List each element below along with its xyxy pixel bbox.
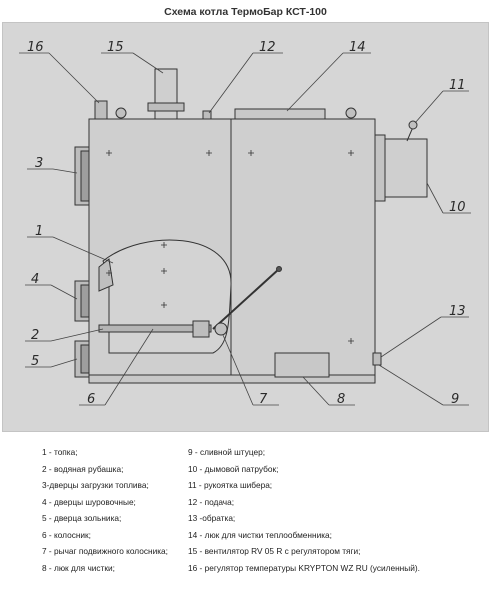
- legend-item: 15 - вентилятор RV 05 R с регулятором тя…: [188, 546, 361, 556]
- callout-11: 11: [449, 78, 466, 93]
- callout-5: 5: [31, 354, 39, 369]
- callout-8: 8: [337, 392, 345, 407]
- legend-item: 8 - люк для чистки;: [42, 562, 115, 573]
- legend-item: 11 - рукоятка шибера;: [188, 480, 273, 490]
- callout-15: 15: [107, 40, 124, 55]
- legend-item: 10 - дымовой патрубок;: [188, 463, 279, 474]
- callout-4: 4: [31, 272, 39, 287]
- legend-item: 6 - колосник;: [42, 529, 91, 540]
- grate-bar: [98, 324, 212, 333]
- base-frame: [88, 374, 376, 384]
- legend-item: 13 -обратка;: [188, 513, 236, 523]
- callout-7: 7: [259, 392, 268, 407]
- callout-12: 12: [259, 40, 276, 55]
- legend-item: 14 - люк для чистки теплообменника;: [188, 529, 332, 540]
- callout-1: 1: [35, 224, 43, 239]
- callout-16: 16: [27, 40, 44, 55]
- boiler-drawing: 16 15 12 14 11 3 10 1 4 2 5 6 7 8 13 9: [2, 22, 489, 432]
- callout-6: 6: [87, 392, 95, 407]
- callout-9: 9: [451, 392, 459, 407]
- cleaning-hatch-top: [234, 108, 326, 120]
- legend-item: 9 - сливной штуцер;: [188, 447, 266, 457]
- diagram-title: Схема котла ТермоБар КСТ-100: [164, 6, 327, 18]
- legend-item: 4 - дверцы шуровочные;: [42, 496, 136, 507]
- legend-item: 7 - рычаг подвижного колосника;: [42, 546, 168, 556]
- legend-item: 5 - дверца зольника;: [42, 513, 122, 523]
- callout-14: 14: [349, 40, 366, 55]
- callout-13: 13: [449, 304, 466, 319]
- legend-left-column: 1 - топка; 2 - водяная рубашка; 3-дверцы…: [42, 444, 168, 576]
- regulator-box: [94, 100, 108, 120]
- legend-item: 3-дверцы загрузки топлива;: [42, 480, 149, 490]
- furnace-outline: [102, 239, 232, 354]
- cleaning-hatch-bottom: [274, 352, 330, 378]
- callout-2: 2: [31, 328, 39, 343]
- legend-item: 1 - топка;: [42, 447, 78, 457]
- boiler-schematic: 16 15 12 14 11 3 10 1 4 2 5 6 7 8 13 9: [19, 40, 471, 407]
- callout-10: 10: [449, 200, 466, 215]
- legend-item: 2 - водяная рубашка;: [42, 463, 124, 474]
- legend-right-column: 9 - сливной штуцер; 10 - дымовой патрубо…: [188, 444, 420, 576]
- legend-item: 16 - регулятор температуры KRYPTON WZ RU…: [188, 562, 420, 573]
- legend-item: 12 - подача;: [188, 496, 235, 507]
- callout-3: 3: [35, 156, 43, 171]
